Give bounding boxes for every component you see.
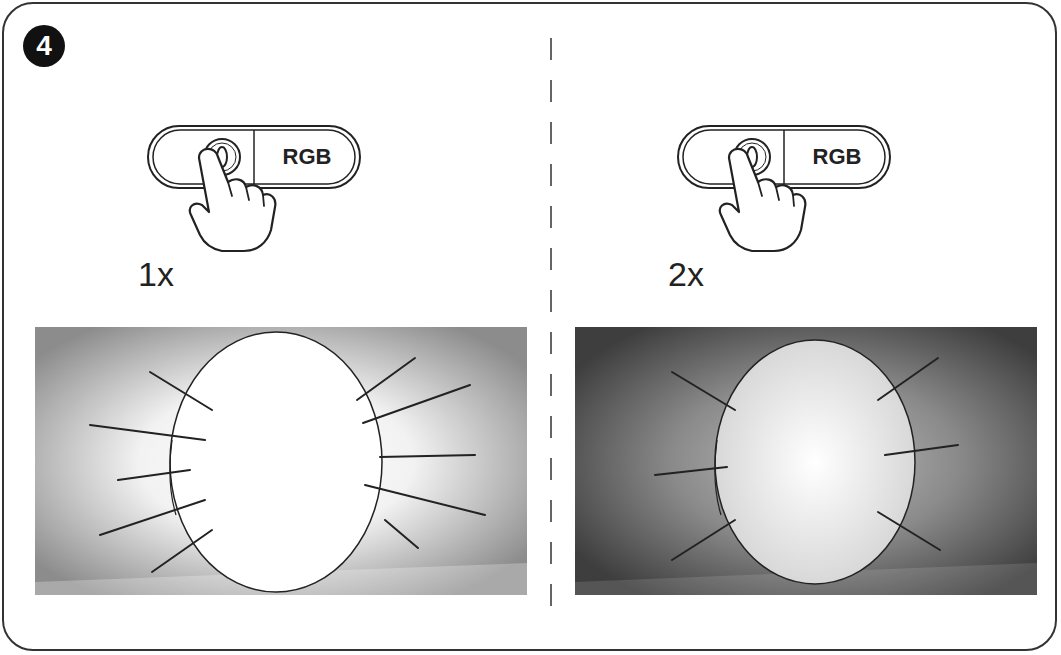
remote-button <box>678 126 890 188</box>
lamp-disc <box>170 332 382 592</box>
rgb-key: RGB <box>807 141 868 173</box>
rgb-key: RGB <box>277 141 338 173</box>
light-rays <box>90 358 485 572</box>
lamp-disc <box>715 340 915 584</box>
press-count: 2x <box>668 256 704 293</box>
step-badge: 4 <box>23 25 65 67</box>
frame <box>3 3 1056 650</box>
pressing-hand <box>720 149 806 251</box>
button-label: RGB <box>283 145 332 169</box>
step-number: 4 <box>36 31 52 62</box>
button-label: RGB <box>813 145 862 169</box>
remote-button <box>148 126 360 188</box>
light-rays <box>655 358 958 560</box>
lamp-photo-dim <box>575 327 1037 595</box>
pressing-hand <box>190 149 276 251</box>
press-count: 1x <box>138 256 174 293</box>
lamp-photo-bright <box>35 327 527 595</box>
divider <box>550 38 552 622</box>
